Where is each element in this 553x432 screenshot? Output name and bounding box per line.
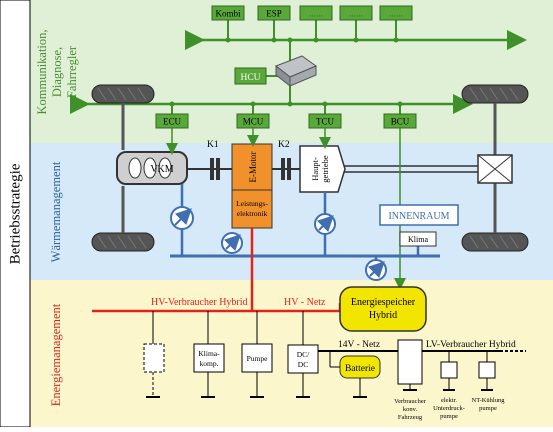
- top-unit-box[interactable]: [299, 5, 333, 21]
- pump-icon-vkm: [170, 206, 194, 230]
- emotor-label: E-Motor: [248, 152, 258, 183]
- hcu-label: HCU: [240, 73, 260, 83]
- top-unit-label: Kombi: [215, 9, 241, 19]
- top-unit-label: ......: [389, 9, 403, 19]
- emotor-block[interactable]: [231, 143, 273, 191]
- klimakomp-label-1: Klima-: [198, 349, 220, 358]
- top-unit-label: ......: [309, 9, 323, 19]
- section-waerme: Wärmemanagement: [49, 161, 63, 262]
- bus-node: [271, 37, 277, 43]
- speicher-label-1: Energiespeicher: [351, 297, 416, 308]
- leistung-label-2: elektronik: [237, 209, 268, 218]
- controller-label: MCU: [243, 117, 264, 127]
- hauptgetriebe-block[interactable]: [299, 145, 346, 193]
- lv-verbraucher-label: LV-Verbraucher Hybrid: [426, 340, 516, 350]
- strategy-label: Betriebsstrategie: [7, 163, 23, 264]
- controller-label: TCU: [316, 117, 335, 127]
- dcdc-label-2: DC: [298, 360, 308, 369]
- hcu-device-icon: [274, 55, 318, 88]
- clutch-k1-label: K1: [207, 140, 219, 150]
- nt-kuehlung-label-2: pumpe: [479, 405, 497, 412]
- bus-node: [397, 101, 403, 107]
- top-unit-box[interactable]: [339, 5, 373, 21]
- nt-kuehlung-label-1: NT-Kühlung: [472, 397, 506, 404]
- wheel-front-left: [91, 84, 155, 104]
- hv-consumer-dashed: [143, 343, 165, 373]
- wheel-rear-right: [461, 232, 529, 252]
- controller-label: BCU: [391, 117, 410, 127]
- verbraucher-konv-label-1: Verbraucher: [394, 398, 427, 405]
- getriebe-label-1: Haupt-: [310, 157, 320, 181]
- section-kommunikation-line1: Kommunikation,: [35, 29, 49, 114]
- bus-node: [287, 37, 293, 43]
- innenraum-label: INNENRAUM: [388, 211, 449, 222]
- klima-label: Klima: [408, 235, 428, 244]
- strategy-box: [0, 0, 31, 428]
- top-unit-label: ......: [349, 9, 363, 19]
- innenraum-box[interactable]: [379, 204, 459, 226]
- klima-box[interactable]: [399, 231, 437, 247]
- klimakomp-label-2: komp.: [200, 359, 219, 368]
- pump-icon-speicher: [365, 259, 387, 281]
- verbraucher-konv-label-2: konv.: [403, 406, 418, 413]
- clutch-k2-label: K2: [278, 140, 290, 150]
- leistungselektronik-block[interactable]: [231, 189, 273, 229]
- unterdruck-label-1: elektr.: [441, 397, 457, 404]
- bus-node: [313, 37, 319, 43]
- section-kommunikation-line3: Fahrregler: [65, 45, 79, 98]
- bus-node: [353, 37, 359, 43]
- vkm-label: VKM: [150, 164, 173, 175]
- energiespeicher-box[interactable]: [339, 286, 427, 332]
- getriebe-label-2: getriebe: [320, 155, 330, 183]
- clutch-k1: [210, 158, 214, 180]
- speicher-label-2: Hybrid: [369, 310, 397, 321]
- top-unit-box[interactable]: [257, 5, 291, 21]
- wheel-front-right: [461, 84, 529, 104]
- section-energie: Energiemanagement: [49, 303, 63, 406]
- clutch-k2: [281, 158, 285, 180]
- bus-node: [250, 101, 256, 107]
- wheel-rear-left: [91, 232, 155, 252]
- pump-icon-getriebe: [314, 213, 336, 235]
- dcdc-label-1: DC/: [297, 350, 310, 359]
- leistung-label-1: Leistungs-: [236, 199, 268, 208]
- pumpe-label: Pumpe: [247, 354, 269, 363]
- hcu-box[interactable]: [234, 67, 267, 85]
- pumpe-box[interactable]: [241, 343, 273, 373]
- bus-node: [393, 37, 399, 43]
- bus-node: [169, 101, 175, 107]
- hv-netz-label: HV - Netz: [284, 297, 326, 308]
- bus-node: [287, 101, 293, 107]
- batterie-label: Batterie: [345, 364, 375, 374]
- top-units: Kombi ESP..................: [211, 5, 413, 43]
- unterdruck-label-3: pumpe: [440, 413, 458, 420]
- top-unit-box[interactable]: [211, 5, 245, 21]
- unterdruck-label-2: Unterdruck-: [433, 405, 465, 412]
- verbraucher-konv-label-3: Fahrzeug: [398, 414, 423, 421]
- netz14-label: 14V - Netz: [338, 340, 380, 350]
- unterdruckpumpe-box[interactable]: [440, 361, 458, 379]
- pump-icon-emotor: [221, 232, 243, 254]
- top-unit-label: ESP: [266, 9, 282, 19]
- bus-node: [225, 37, 231, 43]
- controller-label: ECU: [163, 117, 182, 127]
- top-unit-box[interactable]: [379, 5, 413, 21]
- section-kommunikation-line2: Diagnose,: [50, 47, 64, 97]
- verbraucher-konv-box[interactable]: [397, 339, 423, 385]
- thermal-band: [30, 143, 553, 280]
- nt-kuehlung-box[interactable]: [478, 361, 496, 379]
- klimakomp-box[interactable]: [193, 343, 225, 373]
- bus-node: [322, 101, 328, 107]
- hv-verbraucher-label: HV-Verbraucher Hybrid: [151, 297, 248, 308]
- dcdc-box[interactable]: [287, 344, 319, 374]
